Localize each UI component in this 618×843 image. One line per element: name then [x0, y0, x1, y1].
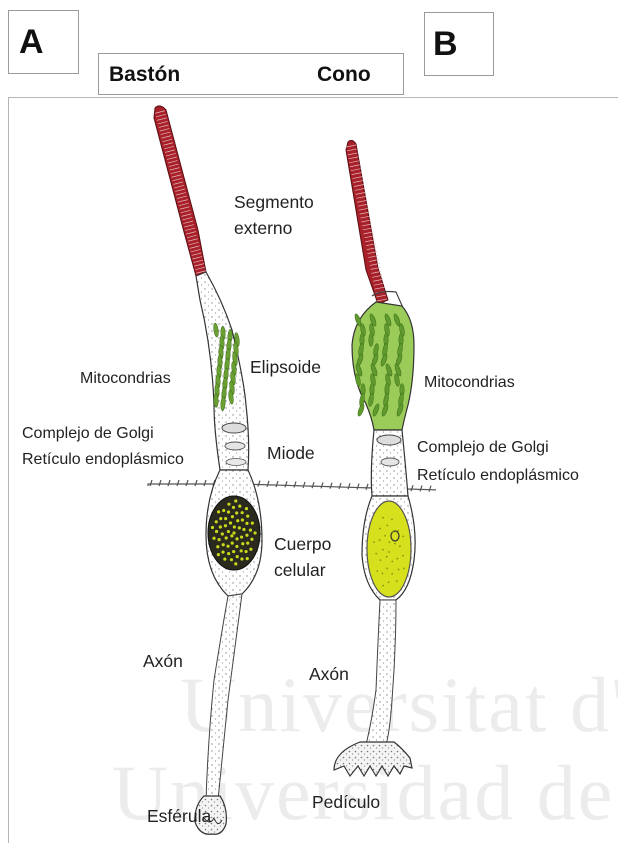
label-celular: celular [274, 559, 326, 582]
label-externo: externo [234, 217, 292, 240]
label-elipsoide: Elipsoide [250, 356, 321, 379]
label-reticulo-cone: Retículo endoplásmico [417, 464, 579, 487]
label-mitocondrias-cone: Mitocondrias [424, 371, 515, 394]
label-reticulo-rod: Retículo endoplásmico [22, 448, 184, 471]
rod-golgi [222, 423, 246, 433]
label-golgi-cone: Complejo de Golgi [417, 436, 549, 459]
rod-outer-segment [154, 106, 206, 276]
label-axon-cone: Axón [309, 663, 349, 686]
label-cuerpo: Cuerpo [274, 533, 331, 556]
label-axon-rod: Axón [143, 650, 183, 673]
label-pediculo: Pedículo [312, 791, 380, 814]
rod-inner-segment [196, 272, 249, 470]
cone-pedicle [334, 742, 412, 776]
rod-axon [206, 594, 242, 800]
label-golgi-rod: Complejo de Golgi [22, 422, 154, 445]
cone-axon [366, 600, 396, 745]
label-miode: Miode [267, 442, 315, 465]
cone-golgi [377, 435, 401, 445]
label-segmento: Segmento [234, 191, 314, 214]
label-esferula: Esférula [147, 805, 211, 828]
label-mitocondrias-rod: Mitocondrias [80, 367, 171, 390]
